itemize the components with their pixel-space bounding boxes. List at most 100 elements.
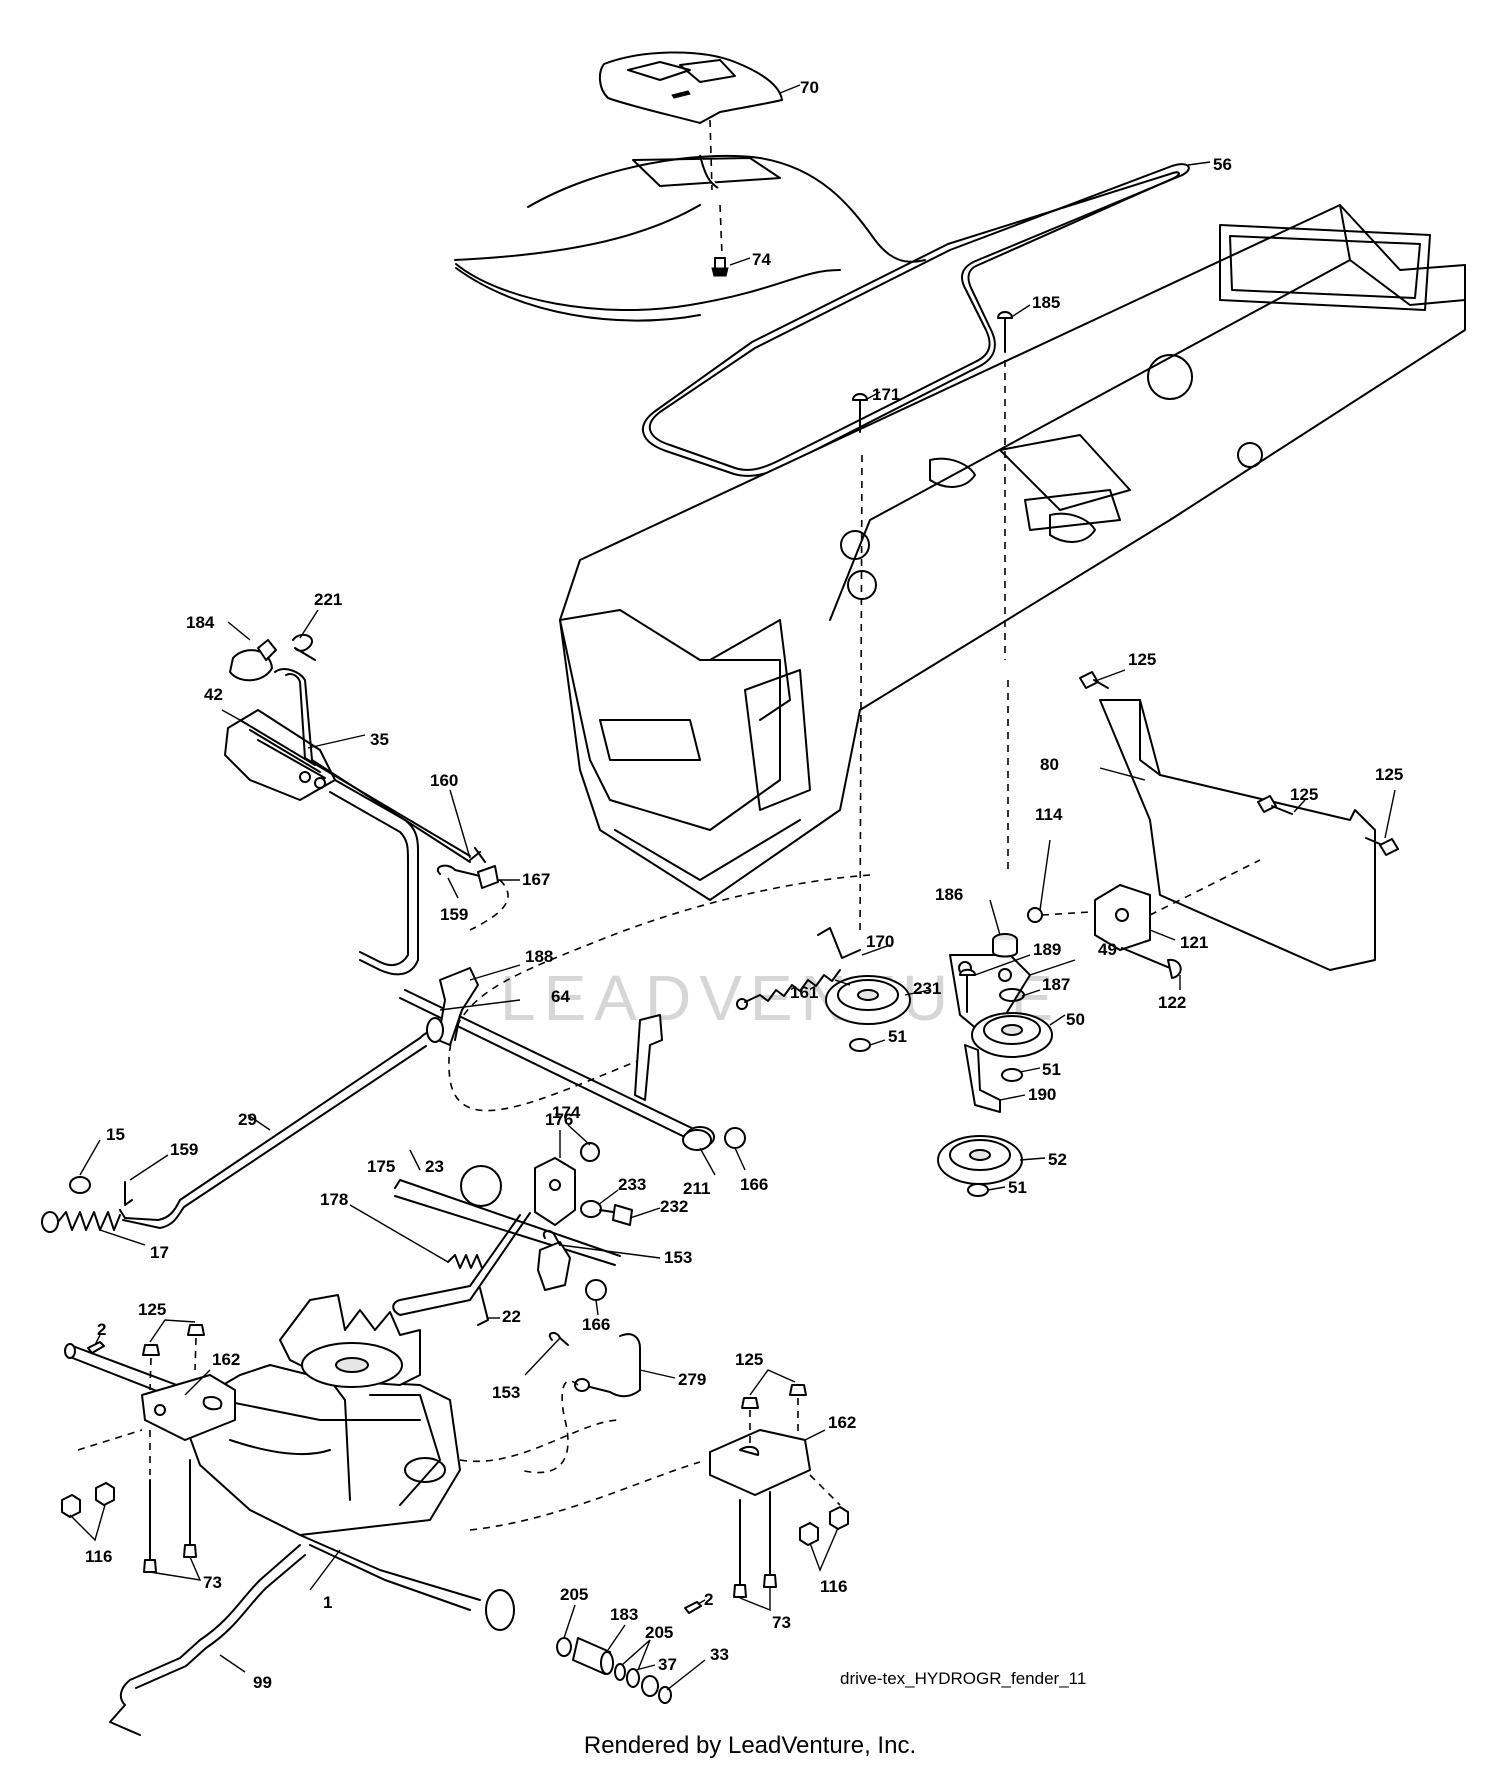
- callout-labels: 70 56 74 185 171 184 2 2 1 42 35 160 159 1…: [85, 78, 1403, 1692]
- pulley-231: [825, 975, 911, 1025]
- arm-22: [392, 1212, 531, 1326]
- rod-99: [109, 1544, 306, 1736]
- callout-183: 183: [610, 1605, 638, 1624]
- hairpin-153-b: [548, 1332, 569, 1346]
- callout-205-b: 205: [645, 1623, 673, 1642]
- callout-125-a: 125: [1128, 650, 1156, 669]
- fender: [454, 154, 926, 322]
- side-bracket-80: [1099, 699, 1376, 971]
- bracket-188: [437, 967, 479, 1046]
- callout-116-a: 116: [85, 1547, 112, 1566]
- fender-cover: [598, 51, 783, 124]
- nut-51-c: [967, 1183, 989, 1197]
- drive-belt: [642, 163, 1190, 477]
- callout-175: 175: [367, 1157, 395, 1176]
- spacer-183: [572, 1637, 614, 1675]
- callout-33: 33: [710, 1645, 729, 1664]
- nut-51-b: [1001, 1068, 1023, 1082]
- callout-211: 211: [683, 1179, 710, 1198]
- callout-1: 1: [323, 1593, 332, 1612]
- carriage-bolt-185: [997, 311, 1013, 353]
- bolts-73-b: [733, 1491, 777, 1598]
- key-2-b: [684, 1601, 702, 1614]
- callout-73-a: 73: [203, 1573, 222, 1592]
- callout-205-a: 205: [560, 1585, 588, 1604]
- mount-bracket-162-a: [141, 1374, 236, 1441]
- washer-166-b: [585, 1279, 607, 1301]
- nut-51-a: [849, 1038, 871, 1052]
- ring-33-outer: [641, 1675, 659, 1697]
- washer-205-a: [556, 1637, 572, 1657]
- cotter-159-a: [436, 864, 481, 877]
- cooling-fan: [279, 1294, 421, 1388]
- hitch-plate: [634, 1014, 663, 1101]
- screw-125-a: [1079, 671, 1109, 689]
- cotter-159-b: [124, 1181, 133, 1206]
- callout-232: 232: [660, 1197, 688, 1216]
- callout-159-a: 159: [440, 905, 468, 924]
- pin-160: [469, 847, 486, 863]
- callout-160: 160: [430, 771, 458, 790]
- diagram-reference-code: drive-tex_HYDROGR_fender_11: [840, 1669, 1087, 1688]
- callout-190: 190: [1028, 1085, 1056, 1104]
- callout-42: 42: [204, 685, 223, 704]
- callout-49: 49: [1098, 940, 1117, 959]
- control-rod-29: [119, 1017, 444, 1229]
- callout-279: 279: [678, 1370, 706, 1389]
- callout-35: 35: [370, 730, 389, 749]
- washer-166-a: [724, 1127, 746, 1149]
- spring-161: [736, 969, 841, 1010]
- callout-15: 15: [106, 1125, 125, 1144]
- callout-74: 74: [752, 250, 771, 269]
- callout-56: 56: [1213, 155, 1232, 174]
- callout-29: 29: [238, 1110, 257, 1129]
- callout-186: 186: [935, 885, 963, 904]
- callout-51-a: 51: [888, 1027, 907, 1046]
- ball-23: [460, 1165, 502, 1207]
- callout-114: 114: [1035, 805, 1063, 824]
- callout-233: 233: [618, 1175, 646, 1194]
- callout-171: 171: [872, 385, 900, 404]
- callout-17: 17: [150, 1243, 169, 1262]
- idler-bracket-170: [817, 927, 861, 959]
- washer-205-b: [614, 1663, 626, 1681]
- hairpin-153-a: [542, 1230, 561, 1246]
- pedal-arm: [329, 779, 419, 976]
- callout-174: 174: [552, 1103, 581, 1122]
- callout-70: 70: [800, 78, 819, 97]
- callout-2-a: 2: [97, 1320, 106, 1339]
- nut-114: [1027, 907, 1043, 923]
- callout-184: 184: [186, 613, 215, 632]
- callout-23: 23: [425, 1157, 444, 1176]
- callout-2-b: 2: [704, 1590, 713, 1609]
- clevis-167: [477, 865, 499, 889]
- callout-125-b: 125: [1290, 785, 1318, 804]
- bracket-lower-arm: [537, 1241, 571, 1291]
- callout-37: 37: [658, 1655, 677, 1674]
- callout-52: 52: [1048, 1150, 1067, 1169]
- callout-99: 99: [253, 1673, 272, 1692]
- bracket-121: [1094, 884, 1151, 951]
- screw-74: [711, 257, 729, 277]
- callout-125-d: 125: [138, 1300, 166, 1319]
- hub-cap-184: [229, 639, 277, 682]
- callout-185: 185: [1032, 293, 1060, 312]
- spring-178: [447, 1254, 483, 1269]
- lock-washer-174: [580, 1142, 600, 1162]
- pedal-pad-42: [224, 709, 336, 801]
- nut-125-e: [741, 1384, 807, 1409]
- callout-125-c: 125: [1375, 765, 1403, 784]
- washer-15: [69, 1176, 91, 1194]
- carriage-bolt-122: [1121, 947, 1182, 979]
- washer-233: [580, 1200, 602, 1218]
- callout-166-a: 166: [740, 1175, 768, 1194]
- rod-279: [574, 1333, 641, 1398]
- clip-221: [292, 633, 316, 661]
- callout-122: 122: [1158, 993, 1186, 1012]
- callout-178: 178: [320, 1190, 348, 1209]
- bolt-232: [599, 1204, 633, 1226]
- screw-125-b: [1257, 795, 1293, 815]
- callout-121: 121: [1180, 933, 1208, 952]
- nut-116-a: [61, 1482, 115, 1518]
